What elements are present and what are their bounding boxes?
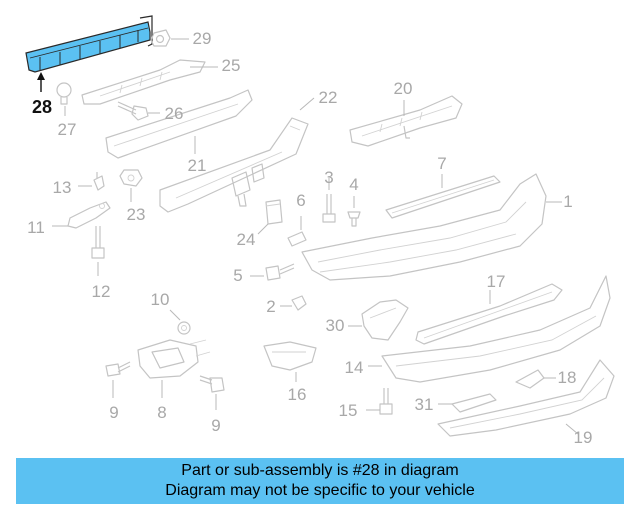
callout-c1[interactable]: 1 [563,192,572,211]
callout-c18[interactable]: 18 [558,368,577,387]
part-15-bolt [379,388,393,415]
callout-c23[interactable]: 23 [127,205,146,224]
part-16-bracket [263,341,317,371]
part-30-bracket [361,299,409,341]
callout-c12[interactable]: 12 [92,282,111,301]
part-1-bumper-cover [301,173,547,281]
part-5-bolt [265,263,295,281]
part-2-clip [291,295,307,311]
part-19-diffuser [437,359,615,437]
part-29-clip [150,29,171,47]
callout-c20[interactable]: 20 [394,79,413,98]
callout-c25[interactable]: 25 [222,56,241,75]
info-banner: Part or sub-assembly is #28 in diagram D… [16,458,624,504]
part-8-sensor [137,339,211,379]
part-31-trim [451,393,497,413]
part-11-bracket [67,201,111,229]
part-14-valance [381,275,611,383]
callout-c11[interactable]: 11 [27,218,45,237]
callout-c15[interactable]: 15 [339,401,358,420]
leader-19 [565,423,579,435]
callout-c22[interactable]: 22 [319,88,338,107]
info-banner-background [16,458,624,504]
leader-22 [299,97,315,111]
leader-10 [169,309,181,321]
callout-c5[interactable]: 5 [233,266,242,285]
part-17-strip [415,283,563,345]
callout-c6[interactable]: 6 [296,191,305,210]
callout-c14[interactable]: 14 [345,358,364,377]
callout-c17[interactable]: 17 [487,272,506,291]
callout-c9b[interactable]: 9 [211,416,220,435]
part-13-clip [93,172,105,191]
part-20-bracket [349,95,463,147]
callout-c9a[interactable]: 9 [109,403,118,422]
callout-c26[interactable]: 26 [165,104,184,123]
part-7-trim-strip [385,175,501,219]
callout-c13[interactable]: 13 [53,178,72,197]
callout-c4[interactable]: 4 [349,175,358,194]
leader-24 [257,223,269,235]
part-22-support-beam [159,117,309,213]
part-21-impact-bar [105,89,253,159]
part-9a-screw [105,361,131,377]
callout-c21[interactable]: 21 [188,156,207,175]
part-10-nut [177,321,191,335]
callout-c28[interactable]: 28 [32,97,52,117]
part-26-bolt [117,101,149,121]
part-25-absorber [81,59,206,105]
banner-line-2: Diagram may not be specific to your vehi… [165,482,475,499]
part-18-reflector [515,369,545,389]
part-24-block [265,199,283,225]
callout-c30[interactable]: 30 [326,316,345,335]
part-23-nut [119,169,143,187]
callout-c10[interactable]: 10 [151,290,170,309]
part-12-bolt [91,226,105,259]
callout-c31[interactable]: 31 [415,395,434,414]
callout-c24[interactable]: 24 [237,230,256,249]
callout-c3[interactable]: 3 [324,168,333,187]
callout-c16[interactable]: 16 [288,385,307,404]
callout-c2[interactable]: 2 [266,297,275,316]
part-3-bolt [322,194,336,223]
part-28-reinforcement[interactable] [25,15,153,73]
arrow-28 [37,72,45,80]
part-4-clip [347,211,361,227]
part-9b-screw [199,375,225,393]
callout-c19[interactable]: 19 [574,428,593,447]
banner-line-1: Part or sub-assembly is #28 in diagram [181,462,459,479]
callout-c27[interactable]: 27 [58,120,77,139]
part-27-pin [56,82,72,105]
callout-c7[interactable]: 7 [437,154,446,173]
part-6-clip [287,231,307,247]
callout-c8[interactable]: 8 [157,403,166,422]
callout-c29[interactable]: 29 [193,29,212,48]
